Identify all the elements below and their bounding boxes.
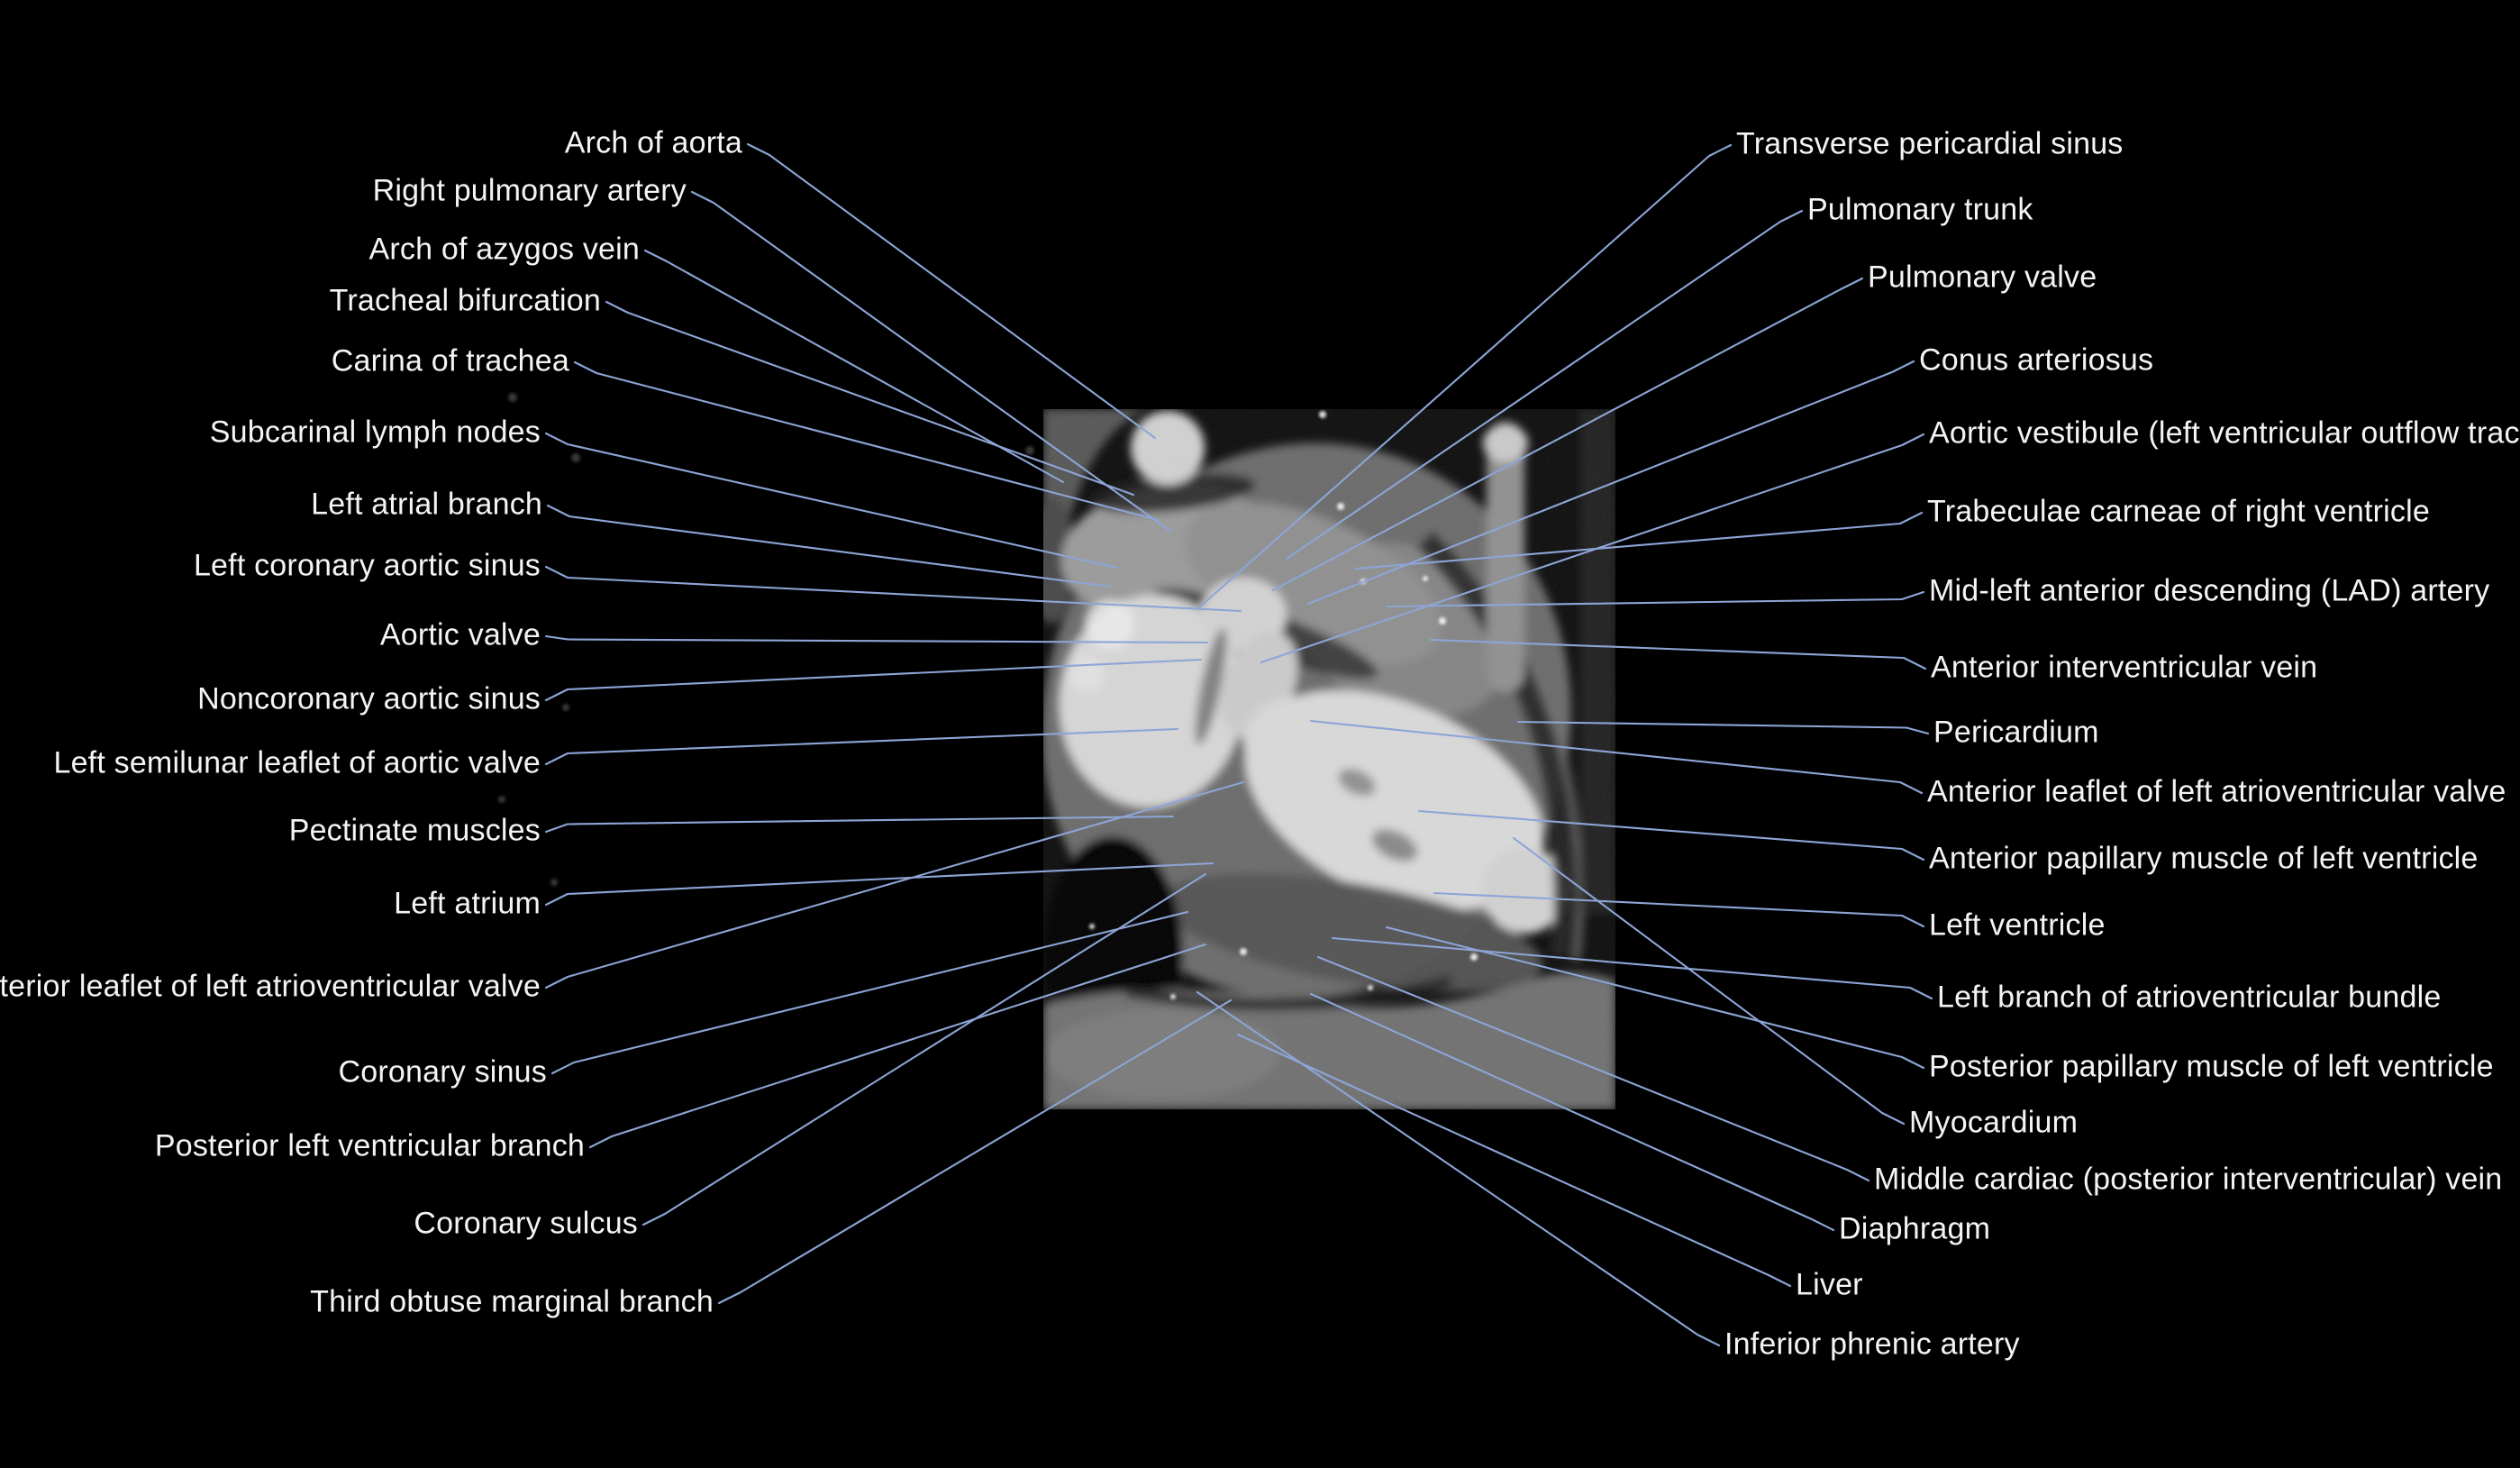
label-transverse-pericardial-sinus: Transverse pericardial sinus: [1736, 126, 2124, 161]
leader-line-transverse-pericardial-sinus: [1196, 143, 1733, 610]
leader-line-posterior-leaflet-of-left-atrioventricular-valve: [544, 780, 1245, 989]
background-specks: [498, 393, 1034, 886]
label-coronary-sinus: Coronary sinus: [338, 1054, 547, 1090]
leader-line-third-obtuse-marginal-branch: [717, 998, 1233, 1305]
label-inferior-phrenic-artery: Inferior phrenic artery: [1724, 1327, 2020, 1362]
label-noncoronary-aortic-sinus: Noncoronary aortic sinus: [197, 681, 541, 716]
label-aortic-valve: Aortic valve: [379, 617, 541, 652]
leader-lines-layer: [544, 142, 1933, 1347]
label-diaphragm: Diaphragm: [1839, 1211, 1991, 1246]
leader-line-arch-of-aorta: [746, 142, 1157, 440]
leader-line-pulmonary-valve: [1271, 277, 1864, 592]
label-left-atrium: Left atrium: [394, 886, 541, 921]
label-right-pulmonary-artery: Right pulmonary artery: [372, 173, 687, 208]
label-trabeculae-carneae-of-right-ventricle: Trabeculae carneae of right ventricle: [1927, 494, 2430, 529]
label-left-atrial-branch: Left atrial branch: [311, 487, 542, 522]
label-pectinate-muscles: Pectinate muscles: [288, 813, 541, 848]
label-left-coronary-aortic-sinus: Left coronary aortic sinus: [193, 548, 541, 583]
leader-line-conus-arteriosus: [1306, 360, 1915, 606]
leader-line-subcarinal-lymph-nodes: [544, 432, 1119, 570]
label-posterior-leaflet-of-left-atrioventricular-valve: Posterior leaflet of left atrioventricul…: [0, 969, 541, 1004]
leader-line-left-branch-of-atrioventricular-bundle: [1331, 936, 1933, 1000]
label-mid-left-anterior-descending-lad-artery: Mid-left anterior descending (LAD) arter…: [1929, 573, 2490, 608]
leader-line-anterior-papillary-muscle-of-left-ventricle: [1417, 809, 1925, 862]
leader-line-tracheal-bifurcation: [605, 300, 1135, 497]
leader-line-middle-cardiac-posterior-interventricular-vein: [1316, 955, 1870, 1182]
label-tracheal-bifurcation: Tracheal bifurcation: [329, 283, 601, 318]
leader-line-left-semilunar-leaflet-of-aortic-valve: [544, 727, 1179, 766]
leader-line-left-atrium: [544, 862, 1215, 907]
leader-line-posterior-papillary-muscle-of-left-ventricle: [1385, 925, 1925, 1070]
label-pulmonary-valve: Pulmonary valve: [1868, 260, 2097, 295]
label-anterior-leaflet-of-left-atrioventricular-valve: Anterior leaflet of left atrioventricula…: [1927, 774, 2506, 809]
label-middle-cardiac-posterior-interventricular-vein: Middle cardiac (posterior interventricul…: [1874, 1162, 2503, 1197]
leader-line-myocardium: [1512, 836, 1906, 1126]
label-left-ventricle: Left ventricle: [1929, 907, 2106, 943]
leader-line-liver: [1236, 1033, 1792, 1288]
label-conus-arteriosus: Conus arteriosus: [1919, 342, 2154, 378]
leader-line-pectinate-muscles: [544, 815, 1175, 834]
label-posterior-left-ventricular-branch: Posterior left ventricular branch: [154, 1128, 585, 1163]
leader-line-anterior-leaflet-of-left-atrioventricular-valve: [1309, 719, 1924, 795]
label-pulmonary-trunk: Pulmonary trunk: [1807, 192, 2033, 227]
label-third-obtuse-marginal-branch: Third obtuse marginal branch: [310, 1284, 714, 1319]
leader-line-posterior-left-ventricular-branch: [588, 943, 1207, 1149]
leader-line-coronary-sinus: [550, 910, 1189, 1075]
label-pericardium: Pericardium: [1933, 715, 2099, 750]
label-aortic-vestibule-left-ventricular-outflow-tract: Aortic vestibule (left ventricular outfl…: [1929, 415, 2520, 451]
leader-line-aortic-valve: [544, 634, 1209, 644]
leader-line-anterior-interventricular-vein: [1429, 638, 1927, 670]
leader-line-left-atrial-branch: [546, 504, 1112, 588]
leader-line-pulmonary-trunk: [1285, 209, 1804, 561]
ct-noise-texture: [1043, 409, 1615, 1109]
leader-line-trabeculae-carneae-of-right-ventricle: [1354, 511, 1924, 570]
label-myocardium: Myocardium: [1909, 1105, 2079, 1140]
leader-line-right-pulmonary-artery: [690, 190, 1173, 533]
label-coronary-sulcus: Coronary sulcus: [414, 1206, 638, 1241]
leader-line-left-ventricle: [1433, 891, 1925, 928]
label-liver: Liver: [1796, 1267, 1863, 1302]
leader-line-arch-of-azygos-vein: [643, 249, 1065, 484]
leader-line-inferior-phrenic-artery: [1196, 990, 1721, 1347]
leader-line-carina-of-trachea: [573, 360, 1160, 522]
leader-line-aortic-vestibule-left-ventricular-outflow-tract: [1260, 433, 1925, 664]
label-arch-of-azygos-vein: Arch of azygos vein: [368, 232, 640, 267]
label-carina-of-trachea: Carina of trachea: [331, 343, 569, 378]
leader-line-noncoronary-aortic-sinus: [544, 658, 1203, 702]
leader-line-coronary-sulcus: [641, 872, 1207, 1226]
label-anterior-interventricular-vein: Anterior interventricular vein: [1931, 650, 2318, 685]
label-subcarinal-lymph-nodes: Subcarinal lymph nodes: [209, 415, 541, 450]
leader-line-pericardium: [1516, 720, 1930, 735]
label-posterior-papillary-muscle-of-left-ventricle: Posterior papillary muscle of left ventr…: [1929, 1049, 2494, 1084]
label-left-branch-of-atrioventricular-bundle: Left branch of atrioventricular bundle: [1937, 980, 2442, 1015]
leader-line-diaphragm: [1309, 992, 1835, 1232]
label-left-semilunar-leaflet-of-aortic-valve: Left semilunar leaflet of aortic valve: [53, 745, 541, 780]
leader-line-left-coronary-aortic-sinus: [544, 565, 1242, 613]
leader-line-mid-left-anterior-descending-lad-artery: [1386, 590, 1925, 608]
label-anterior-papillary-muscle-of-left-ventricle: Anterior papillary muscle of left ventri…: [1929, 841, 2479, 876]
label-arch-of-aorta: Arch of aorta: [564, 125, 742, 160]
